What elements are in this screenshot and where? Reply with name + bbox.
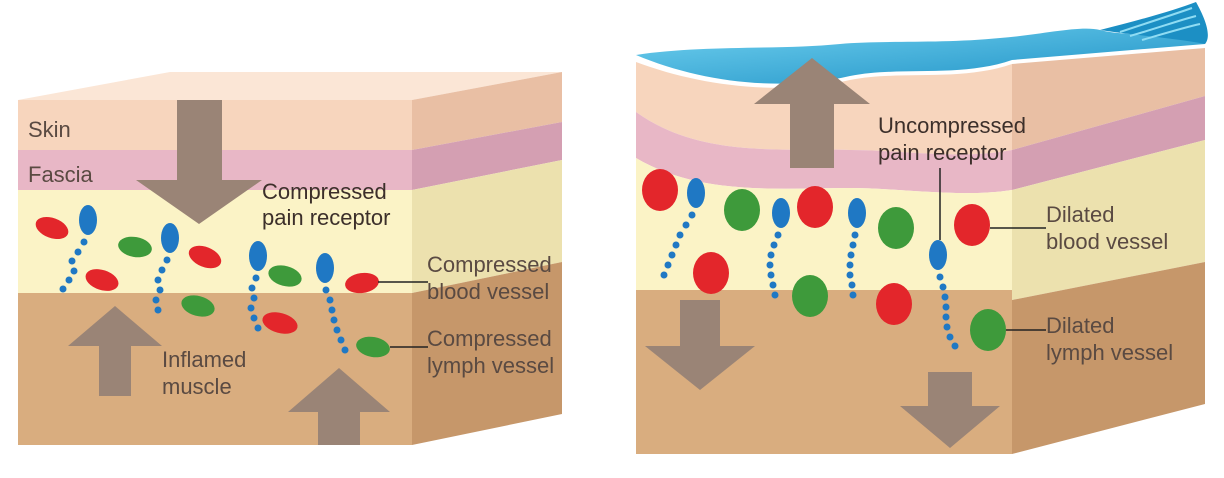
compressed-blood-vessels [35, 216, 379, 334]
compressed-blood-vessel-label: Compressed [427, 252, 552, 277]
inflamed-muscle-label: Inflamed [162, 347, 246, 372]
compressed-pain-receptors [59, 205, 349, 354]
blood-vessel [954, 204, 990, 246]
pain-receptor [929, 240, 959, 350]
downward-arrow-left [645, 300, 755, 390]
dilated-blood-vessel-label: blood vessel [1046, 229, 1168, 254]
downward-pressure-arrow [136, 100, 262, 224]
blood-vessel [642, 169, 678, 211]
dilated-lymph-vessels [724, 189, 1006, 351]
lymph-vessel [356, 336, 390, 358]
upward-pressure-arrow-left [68, 306, 162, 396]
pain-receptor [660, 178, 705, 279]
uncompressed-pain-receptor-label: Uncompressed [878, 113, 1026, 138]
lymph-vessel [878, 207, 914, 249]
upward-pressure-arrow-right [288, 368, 390, 445]
pain-receptor [59, 205, 97, 293]
compressed-pain-receptor-label: Compressed [262, 179, 387, 204]
blood-vessel [693, 252, 729, 294]
fascia-label: Fascia [28, 162, 94, 187]
lymph-vessel [792, 275, 828, 317]
lymph-vessel [181, 295, 215, 317]
blood-vessel [188, 245, 222, 269]
dilated-blood-vessel-label: Dilated [1046, 202, 1114, 227]
dilated-lymph-vessel-label: lymph vessel [1046, 340, 1173, 365]
compressed-lymph-vessels [118, 236, 390, 358]
blood-vessel [797, 186, 833, 228]
kinesiology-tape [636, 2, 1208, 84]
dilated-blood-vessels [642, 169, 990, 325]
compressed-lymph-vessel-label: Compressed [427, 326, 552, 351]
blood-vessel [85, 269, 119, 291]
pain-receptor [846, 198, 866, 299]
compressed-pain-receptor-label: pain receptor [262, 205, 390, 230]
pain-receptor [247, 241, 267, 332]
dilated-lymph-vessel-label: Dilated [1046, 313, 1114, 338]
pain-receptor [766, 198, 790, 299]
compressed-lymph-vessel-label: lymph vessel [427, 353, 554, 378]
blood-vessel [262, 312, 298, 334]
blood-vessel [35, 216, 69, 240]
blood-vessel [345, 272, 379, 294]
lymph-vessel [970, 309, 1006, 351]
pain-receptor [316, 253, 349, 354]
blood-vessel [876, 283, 912, 325]
lymph-vessel [724, 189, 760, 231]
upward-lift-arrow [754, 58, 870, 168]
downward-arrow-right [900, 372, 1000, 448]
pain-receptor [152, 223, 179, 314]
skin-label: Skin [28, 117, 71, 142]
inflamed-muscle-label: muscle [162, 374, 232, 399]
compressed-blood-vessel-label: blood vessel [427, 279, 549, 304]
uncompressed-pain-receptors [660, 178, 959, 350]
lymph-vessel [118, 236, 152, 258]
uncompressed-pain-receptor-label: pain receptor [878, 140, 1006, 165]
lymph-vessel [268, 265, 302, 287]
